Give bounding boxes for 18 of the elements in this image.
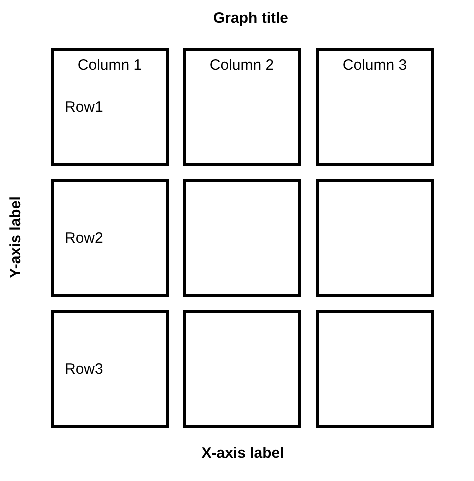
panel [183, 179, 301, 297]
panel [51, 310, 169, 428]
row-label: Row2 [65, 230, 104, 247]
panel [51, 179, 169, 297]
axis-label: Y-axis label [8, 196, 24, 278]
panel [316, 310, 434, 428]
row-label: Row3 [65, 361, 104, 378]
chart-title: Graph title [214, 10, 288, 27]
column-header: Column 1 [78, 57, 142, 74]
panel [51, 48, 169, 166]
axis-label: X-axis label [202, 444, 284, 462]
panel [316, 179, 434, 297]
panel [316, 48, 434, 166]
row-label: Row1 [65, 99, 104, 116]
column-header: Column 2 [210, 57, 274, 74]
panel [183, 310, 301, 428]
panel [183, 48, 301, 166]
column-header: Column 3 [342, 57, 408, 74]
